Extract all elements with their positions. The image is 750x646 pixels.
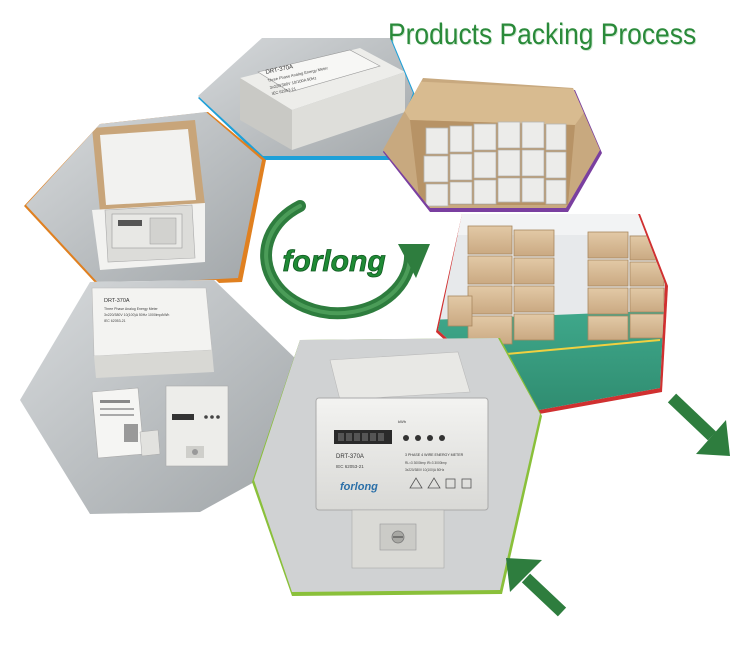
- meter-type: 3 PHASE 4 WIRE ENERGY METER: [405, 453, 464, 457]
- box-label-std: IEC 62053-21: [104, 319, 126, 323]
- meter-led-2: [415, 435, 421, 441]
- box-label-model: DRT-370A: [104, 298, 130, 304]
- page-title: Products Packing Process: [388, 18, 697, 51]
- brand-logo: forlong: [282, 245, 385, 278]
- box-label-desc: Three Phase Analog Energy Meter: [104, 307, 159, 311]
- meter-brand: forlong: [340, 481, 378, 493]
- meter-led-3: [427, 435, 433, 441]
- arrow-down-right-icon: [667, 393, 730, 456]
- photo-panel-meter-closeup: kWh DRT-370A IEC 62053-21 forlong 3 PHAS…: [252, 338, 542, 596]
- meter-led-4: [439, 435, 445, 441]
- meter-spec-2: 3x220/380V 10(100)A 50Hz: [405, 468, 445, 472]
- carton-label-model: DRT-370A: [265, 64, 294, 76]
- cycle-arrow: [260, 200, 430, 320]
- arrow-up-left-icon: [506, 558, 567, 617]
- meter-spec-1: RL=3 3000imp IR=3 3000imp: [405, 461, 447, 465]
- meter-led-1: [403, 435, 409, 441]
- box-label-spec: 3x220/380V 10(100)A 50Hz 1000imp/kWh: [104, 313, 169, 317]
- photo-panel-filled-carton: [383, 78, 602, 212]
- photo-panel-open-box: [24, 112, 266, 288]
- meter-standard: IEC 62053-21: [336, 464, 364, 469]
- carton-label-std: IEC 62053-21: [271, 86, 297, 96]
- meter-unit: kWh: [398, 419, 406, 424]
- manual-sheet: [91, 387, 145, 459]
- meter-model: DRT-370A: [336, 454, 364, 460]
